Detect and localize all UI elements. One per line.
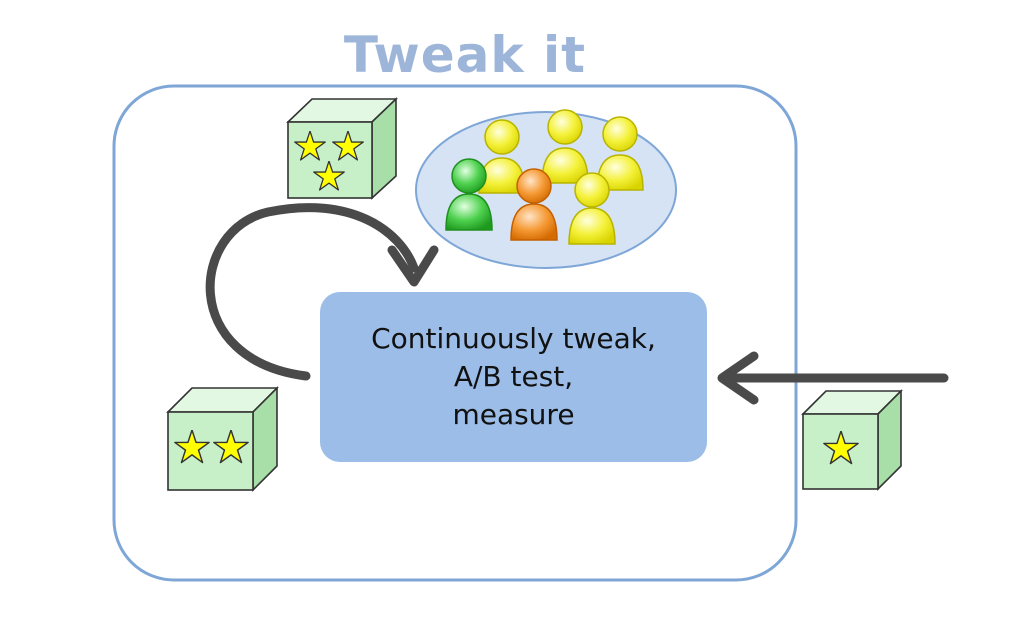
arrow-icon [387, 245, 439, 287]
process-box: Continuously tweak, A/B test, measure [320, 292, 707, 462]
user-icon [596, 116, 644, 191]
user-icon [510, 168, 558, 241]
user-group [415, 109, 677, 269]
process-line-2: A/B test, [453, 360, 574, 393]
user-icon [445, 158, 493, 231]
process-line-1: Continuously tweak, [371, 322, 656, 355]
feedback-loop-arrow [205, 203, 419, 381]
process-line-3: measure [452, 398, 575, 431]
user-icon [568, 172, 616, 245]
diagram-title: Tweak it [343, 26, 587, 84]
user-icon [478, 119, 526, 194]
user-icon [541, 109, 589, 184]
arrow-icon [717, 351, 759, 405]
two-star-product-cube [166, 386, 279, 492]
three-star-product-cube [286, 97, 398, 200]
one-star-product-cube [801, 389, 903, 491]
